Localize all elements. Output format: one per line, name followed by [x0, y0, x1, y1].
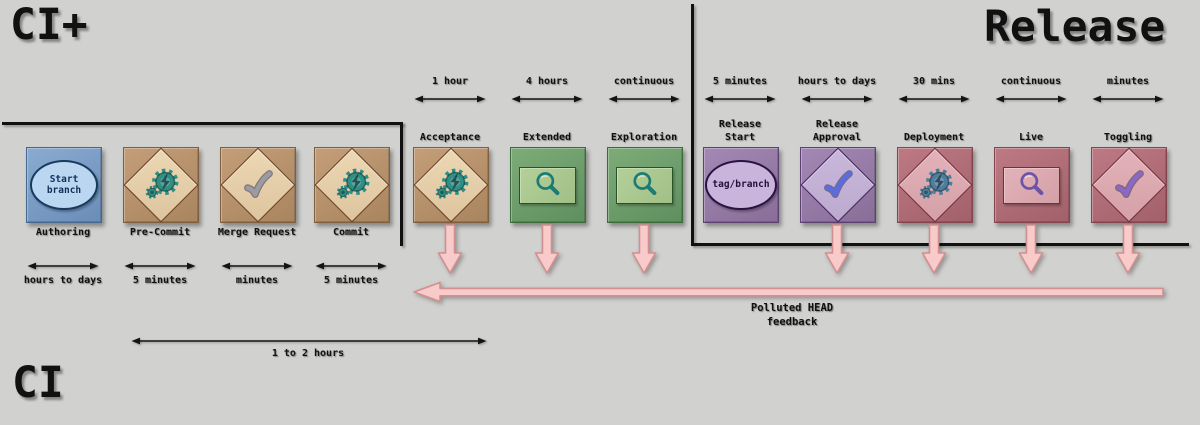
duration-range-arrow — [897, 94, 971, 104]
stage-box — [607, 147, 683, 223]
stage-deployment: 30 mins Deployment — [897, 0, 973, 425]
duration-range-arrow — [413, 94, 487, 104]
overall-duration-label: 1 to 2 hours — [271, 348, 345, 359]
stage-label: Release Approval — [812, 119, 862, 143]
search-icon — [629, 169, 661, 201]
check-icon — [1112, 168, 1146, 202]
tag-branch-badge: tag/branch — [705, 160, 777, 210]
stage-box — [1091, 147, 1167, 223]
release-boundary-hline — [691, 243, 1189, 246]
polluted-head-feedback-arrow — [413, 281, 1164, 303]
duration-range-arrow — [703, 94, 777, 104]
search-icon — [532, 169, 564, 201]
release-boundary-vline — [691, 4, 694, 244]
stage-label: Merge Request — [217, 227, 297, 238]
duration-range-arrow — [1091, 94, 1165, 104]
feedback-arrow-label: Polluted HEAD feedback — [750, 302, 834, 329]
stage-box — [800, 147, 876, 223]
ci-region-title: CI — [12, 358, 64, 408]
stage-label: Acceptance — [419, 131, 481, 143]
stage-exploration: continuous Exploration — [607, 0, 683, 425]
duration-label: minutes — [235, 275, 279, 286]
start-branch-badge: Start branch — [30, 160, 98, 210]
stage-label: Toggling — [1103, 131, 1153, 143]
stage-box — [220, 147, 296, 223]
screen-shape — [519, 167, 576, 204]
badge-text: tag/branch — [712, 179, 770, 191]
stage-box — [897, 147, 973, 223]
stage-box — [510, 147, 586, 223]
stage-box — [314, 147, 390, 223]
check-icon — [241, 168, 275, 202]
duration-range-arrow — [314, 261, 388, 271]
stage-box — [413, 147, 489, 223]
check-icon — [821, 168, 855, 202]
stage-merge-request: Merge Request minutes — [217, 0, 297, 425]
stage-label: Authoring — [35, 227, 91, 238]
duration-range-arrow — [26, 261, 100, 271]
stage-acceptance: 1 hour Acceptance — [413, 0, 489, 425]
stage-box — [994, 147, 1070, 223]
stage-extended: 4 hours Extended — [510, 0, 586, 425]
feedback-down-arrow — [824, 224, 850, 274]
gear-icon — [916, 166, 954, 204]
stage-label: Release Start — [718, 119, 762, 143]
screen-shape — [616, 167, 673, 204]
stage-live: continuous Live — [994, 0, 1070, 425]
duration-range-arrow — [220, 261, 294, 271]
duration-label: 4 hours — [525, 76, 569, 87]
gear-icon — [142, 166, 180, 204]
feedback-down-arrow — [534, 224, 560, 274]
duration-label: hours to days — [23, 275, 103, 286]
ci-plus-boundary-hline — [2, 122, 403, 125]
gear-icon — [333, 166, 371, 204]
stage-label: Extended — [522, 131, 572, 143]
duration-label: 30 mins — [912, 76, 956, 87]
stage-label: Pre-Commit — [129, 227, 191, 238]
duration-range-arrow — [510, 94, 584, 104]
feedback-down-arrow — [631, 224, 657, 274]
search-icon — [1016, 169, 1048, 201]
feedback-down-arrow — [1018, 224, 1044, 274]
duration-range-arrow — [994, 94, 1068, 104]
duration-range-arrow — [123, 261, 197, 271]
feedback-down-arrow — [437, 224, 463, 274]
stage-label: Live — [1018, 131, 1044, 143]
duration-label: 5 minutes — [712, 76, 768, 87]
stage-box — [123, 147, 199, 223]
duration-label: continuous — [1000, 76, 1062, 87]
duration-label: 5 minutes — [323, 275, 379, 286]
stage-box: Start branch — [26, 147, 102, 223]
ci-plus-boundary-vline — [400, 122, 403, 246]
duration-range-arrow — [800, 94, 874, 104]
stage-commit: Commit 5 minutes — [314, 0, 390, 425]
stage-toggling: minutes Toggling — [1091, 0, 1167, 425]
duration-label: continuous — [613, 76, 675, 87]
duration-label: 5 minutes — [132, 275, 188, 286]
gear-icon — [432, 166, 470, 204]
stage-release-approval: hours to days Release Approval — [797, 0, 877, 425]
duration-label: minutes — [1106, 76, 1150, 87]
feedback-down-arrow — [1115, 224, 1141, 274]
overall-duration-arrow — [131, 337, 487, 345]
duration-label: hours to days — [797, 76, 877, 87]
stage-label: Deployment — [903, 131, 965, 143]
badge-text: Start branch — [46, 173, 82, 196]
feedback-down-arrow — [921, 224, 947, 274]
stage-authoring: Start branch Authoring hours to days — [23, 0, 103, 425]
release-region-title: Release — [984, 2, 1166, 52]
stage-box: tag/branch — [703, 147, 779, 223]
stage-label: Exploration — [610, 131, 678, 143]
stage-label: Commit — [332, 227, 370, 238]
stage-pre-commit: Pre-Commit 5 minutes — [123, 0, 199, 425]
stage-release-start: 5 minutes Release Start tag/branch — [703, 0, 779, 425]
ci-plus-region-title: CI+ — [10, 0, 88, 50]
duration-label: 1 hour — [431, 76, 469, 87]
duration-range-arrow — [607, 94, 681, 104]
